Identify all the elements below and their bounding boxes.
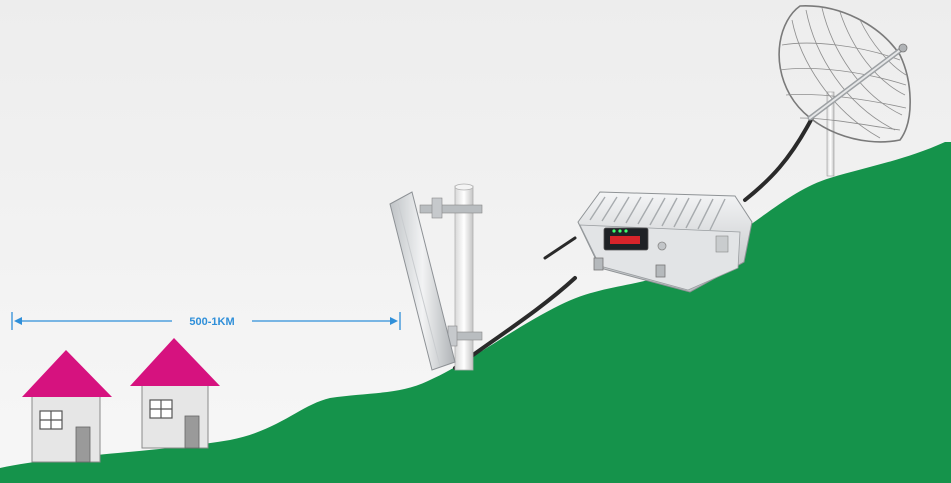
house-icon (130, 338, 220, 449)
panel-antenna-icon (389, 183, 483, 371)
repeater-unit-icon (543, 191, 753, 293)
house-icon (22, 350, 112, 463)
cable-repeater-to-dish (743, 116, 814, 202)
green-hill (0, 142, 951, 483)
distance-label: 500-1KM (189, 316, 234, 328)
grid-dish-antenna-icon (778, 5, 911, 177)
distance-arrow (11, 312, 401, 330)
